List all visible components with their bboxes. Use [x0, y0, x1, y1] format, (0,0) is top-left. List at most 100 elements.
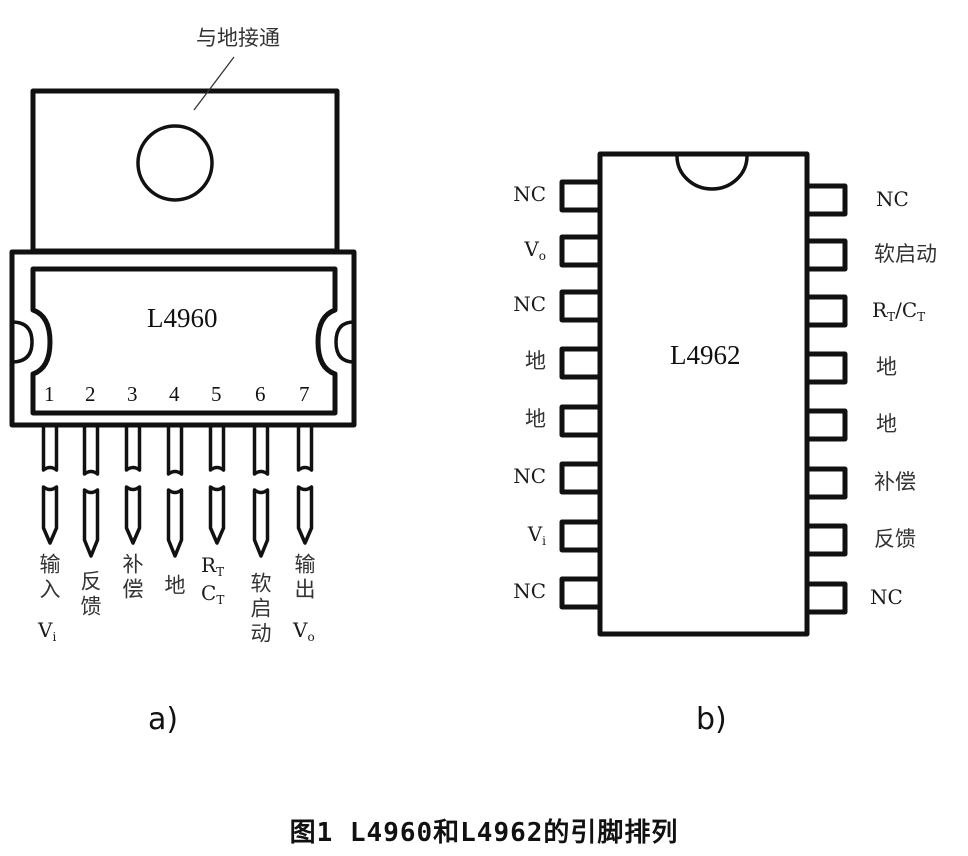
- label-main: 补偿: [874, 470, 916, 494]
- figure-caption: 图1 L4960和L4962的引脚排列: [289, 818, 679, 848]
- pin-symbol: CT: [201, 583, 224, 606]
- pin-label: 地: [162, 574, 186, 599]
- package-body-outer: [9, 249, 357, 428]
- pin-6: [252, 426, 270, 558]
- pin-label: NC: [513, 466, 546, 486]
- label-main: 地: [876, 412, 897, 436]
- pin-upper-segment: [82, 426, 100, 476]
- right-pin-8: [804, 581, 848, 615]
- pin-number: 3: [127, 382, 138, 406]
- label-main: 地: [525, 349, 546, 373]
- pin-lower-segment: [124, 485, 142, 545]
- right-pin-2: [804, 238, 848, 272]
- l4962-package: [559, 151, 848, 637]
- pin-label: 地: [525, 351, 546, 372]
- pin-lower-segment: [208, 485, 226, 545]
- pin-5: [208, 426, 226, 545]
- pin-label: 反馈: [78, 570, 102, 620]
- label-main: R: [872, 298, 888, 322]
- pin-upper-segment: [124, 426, 142, 472]
- pin-upper-segment: [41, 426, 59, 472]
- right-pin-5: [804, 408, 848, 442]
- label-main: NC: [876, 187, 909, 211]
- symbol-main: R: [201, 553, 217, 577]
- mounting-hole: [136, 124, 214, 202]
- label-main: NC: [870, 585, 903, 609]
- left-pin-4: [559, 346, 603, 380]
- pin-number: 2: [85, 382, 96, 406]
- pin-label: NC: [513, 184, 546, 204]
- left-pin-3: [559, 289, 603, 323]
- pin-label: 地: [876, 357, 897, 378]
- annotation-leader-line: [193, 56, 235, 111]
- symbol-subscript: T: [216, 593, 225, 607]
- right-pin-6: [804, 466, 848, 500]
- pin-label: NC: [870, 587, 903, 607]
- pin1-notch: [675, 155, 749, 191]
- symbol-main: C: [201, 581, 217, 605]
- left-pin-5: [559, 404, 603, 438]
- pin-1: [41, 426, 59, 545]
- panel-b-label: b): [696, 702, 727, 737]
- pin-label: 输入: [37, 553, 61, 603]
- left-notch: [11, 320, 34, 364]
- pin-label: 软启动: [248, 572, 272, 647]
- pin-lower-segment: [41, 485, 59, 545]
- pin-number: 7: [299, 382, 310, 406]
- label-main-2: /C: [895, 298, 918, 322]
- right-notch: [334, 320, 355, 364]
- pin-lower-segment: [296, 485, 314, 545]
- pin-label: 反馈: [874, 529, 916, 550]
- label-main: 地: [525, 407, 546, 431]
- left-pin-2: [559, 234, 603, 268]
- pin-upper-segment: [166, 426, 184, 476]
- pin-number: 4: [169, 382, 180, 406]
- pin-label: NC: [876, 189, 909, 209]
- right-pin-3: [804, 294, 848, 328]
- symbol-subscript: T: [216, 565, 225, 579]
- symbol-subscript: o: [307, 630, 315, 644]
- left-pin-6: [559, 461, 603, 495]
- pin-label: RT/CT: [872, 300, 925, 323]
- pin-label: 软启动: [874, 244, 937, 265]
- chip-name-l4962: L4962: [670, 340, 741, 370]
- label-subscript-2: T: [917, 310, 926, 324]
- symbol-subscript: i: [52, 630, 57, 644]
- pin-label: NC: [513, 294, 546, 314]
- left-pin-8: [559, 576, 603, 610]
- pin-upper-segment: [208, 426, 226, 472]
- label-main: NC: [513, 292, 546, 316]
- label-main: NC: [513, 464, 546, 488]
- left-pin-1: [559, 179, 603, 213]
- label-subscript: i: [542, 534, 546, 548]
- symbol-main: V: [38, 618, 53, 642]
- pin-label: 地: [525, 409, 546, 430]
- pin-upper-segment: [296, 426, 314, 472]
- pin-4: [166, 426, 184, 558]
- panel-a-label: a): [148, 702, 179, 737]
- pin-number: 6: [255, 382, 266, 406]
- tab-annotation: 与地接通: [196, 26, 280, 50]
- pin-label: NC: [513, 581, 546, 601]
- pin-lower-segment: [252, 488, 270, 558]
- pin-label: Vi: [528, 524, 546, 547]
- left-pin-7: [559, 519, 603, 553]
- label-main: V: [524, 237, 539, 261]
- pin-3: [124, 426, 142, 545]
- label-main: 反馈: [874, 527, 916, 551]
- pin-label: 输出: [292, 553, 316, 603]
- pin-symbol: Vo: [293, 620, 315, 643]
- pin-symbol: Vi: [38, 620, 56, 643]
- label-subscript: T: [887, 310, 896, 324]
- symbol-main: V: [293, 618, 308, 642]
- dip-body: [597, 151, 810, 637]
- pin-lower-segment: [166, 488, 184, 558]
- label-main: 软启动: [874, 242, 937, 266]
- label-subscript: o: [538, 249, 546, 263]
- pin-number: 1: [44, 382, 55, 406]
- label-main: NC: [513, 579, 546, 603]
- label-main: V: [527, 522, 543, 546]
- pin-2: [82, 426, 100, 558]
- pin-symbol: RT: [201, 555, 224, 578]
